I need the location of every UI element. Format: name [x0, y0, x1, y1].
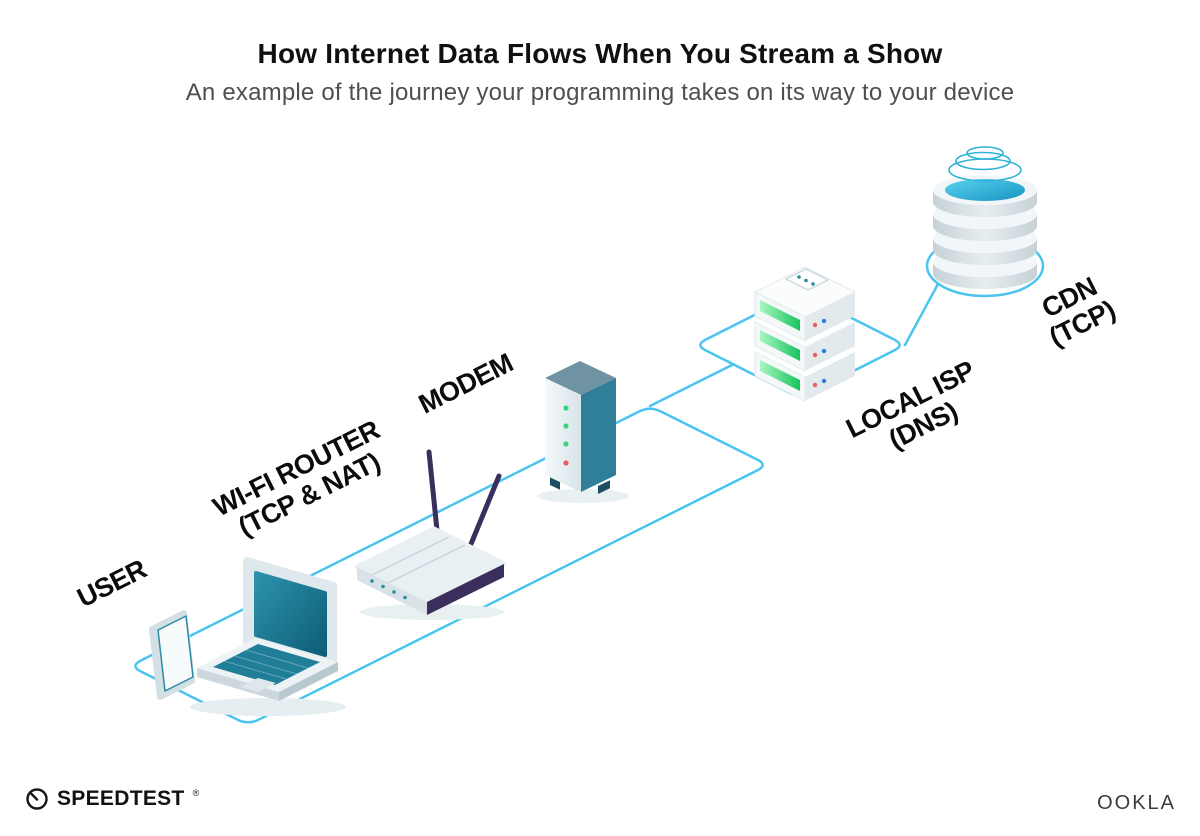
speedtest-trademark: ® [192, 788, 200, 798]
cdn-database-icon [933, 146, 1037, 289]
ookla-wordmark: OOKLA [1097, 792, 1176, 814]
modem-icon [537, 361, 629, 503]
page-subtitle: An example of the journey your programmi… [185, 79, 1015, 106]
user-devices [149, 557, 346, 716]
flow-loop-main [134, 407, 764, 724]
isp-server-icon [753, 266, 857, 402]
server-unit [754, 351, 855, 402]
cdn-rings [948, 146, 1022, 182]
wifi-router-icon [354, 449, 507, 620]
ookla-logo: OOKLA [1097, 792, 1176, 815]
speedtest-logo: SPEEDTEST ® [25, 787, 199, 811]
speedtest-gauge-icon [26, 788, 48, 810]
server-unit [754, 321, 855, 372]
page-title: How Internet Data Flows When You Stream … [257, 38, 943, 69]
flow-connector-2 [903, 282, 940, 347]
speedtest-wordmark: SPEEDTEST [57, 787, 185, 810]
server-unit [754, 291, 855, 342]
flow-connector-1 [648, 363, 735, 408]
laptop-icon [190, 557, 346, 716]
header: How Internet Data Flows When You Stream … [0, 0, 1200, 107]
smartphone-icon [149, 610, 195, 700]
